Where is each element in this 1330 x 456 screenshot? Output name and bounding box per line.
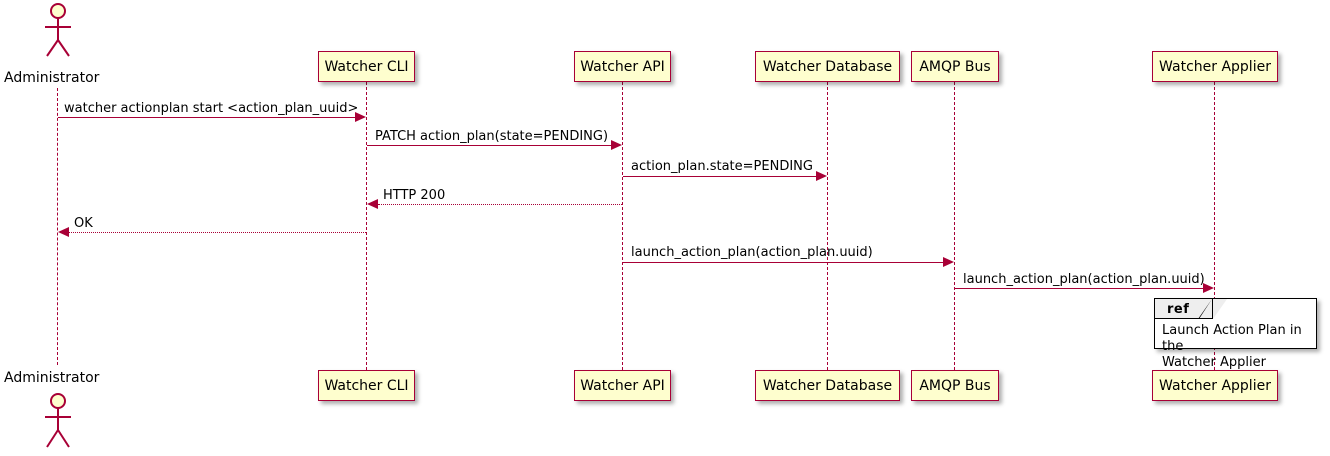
participant-label: Watcher Database: [762, 58, 893, 75]
lifeline-administrator: [57, 88, 58, 365]
message-line-4: [378, 204, 622, 205]
message-line-2: [367, 145, 611, 146]
message-label-7: launch_action_plan(action_plan.uuid): [963, 272, 1205, 287]
message-arrowhead-3: [816, 171, 827, 181]
ref-tab-corner-icon: [1213, 299, 1227, 319]
message-line-7: [955, 288, 1203, 289]
participant-label: AMQP Bus: [919, 58, 991, 75]
participant-watcher-database-top[interactable]: Watcher Database: [755, 51, 900, 82]
ref-tab-label: ref: [1167, 302, 1190, 317]
participant-label: AMQP Bus: [919, 377, 991, 394]
participant-watcher-database-bottom[interactable]: Watcher Database: [755, 370, 900, 401]
lifeline-amqp-bus: [954, 82, 955, 370]
message-label-1: watcher actionplan start <action_plan_uu…: [64, 101, 359, 116]
message-line-3: [623, 176, 816, 177]
actor-administrator-bottom: [45, 393, 71, 448]
lifeline-watcher-cli: [366, 82, 367, 370]
ref-fragment: ref Launch Action Plan in the Watcher Ap…: [1154, 298, 1317, 370]
participant-amqp-bus-bottom[interactable]: AMQP Bus: [911, 370, 999, 401]
participant-watcher-api-top[interactable]: Watcher API: [574, 51, 671, 82]
message-arrowhead-4: [367, 199, 378, 209]
message-line-1: [58, 117, 355, 118]
lifeline-watcher-database: [827, 82, 828, 370]
actor-administrator-top: [45, 3, 71, 57]
lifeline-watcher-applier: [1214, 82, 1215, 370]
message-line-6: [623, 262, 943, 263]
message-arrowhead-2: [611, 140, 622, 150]
participant-watcher-api-bottom[interactable]: Watcher API: [574, 370, 671, 401]
message-arrowhead-1: [355, 112, 366, 122]
message-arrowhead-6: [943, 257, 954, 267]
actor-label-top: Administrator: [4, 70, 100, 86]
message-arrowhead-5: [58, 227, 69, 237]
participant-label: Watcher Applier: [1159, 58, 1271, 75]
participant-label: Watcher API: [580, 377, 665, 394]
lifeline-watcher-api: [622, 82, 623, 370]
participant-label: Watcher CLI: [324, 58, 409, 75]
ref-body-text: Launch Action Plan in the Watcher Applie…: [1162, 323, 1302, 370]
participant-watcher-applier-top[interactable]: Watcher Applier: [1152, 51, 1278, 82]
participant-watcher-cli-bottom[interactable]: Watcher CLI: [318, 370, 415, 401]
participant-label: Watcher Applier: [1159, 377, 1271, 394]
message-label-6: launch_action_plan(action_plan.uuid): [631, 245, 873, 260]
message-arrowhead-7: [1203, 283, 1214, 293]
participant-amqp-bus-top[interactable]: AMQP Bus: [911, 51, 999, 82]
participant-watcher-cli-top[interactable]: Watcher CLI: [318, 51, 415, 82]
message-label-4: HTTP 200: [383, 188, 446, 203]
participant-label: Watcher Database: [762, 377, 893, 394]
message-label-5: OK: [74, 216, 93, 231]
message-line-5: [69, 232, 366, 233]
participant-watcher-applier-bottom[interactable]: Watcher Applier: [1152, 370, 1278, 401]
message-label-2: PATCH action_plan(state=PENDING): [375, 129, 609, 144]
actor-label-bottom: Administrator: [4, 370, 100, 386]
participant-label: Watcher CLI: [324, 377, 409, 394]
message-label-3: action_plan.state=PENDING: [631, 159, 813, 174]
participant-label: Watcher API: [580, 58, 665, 75]
